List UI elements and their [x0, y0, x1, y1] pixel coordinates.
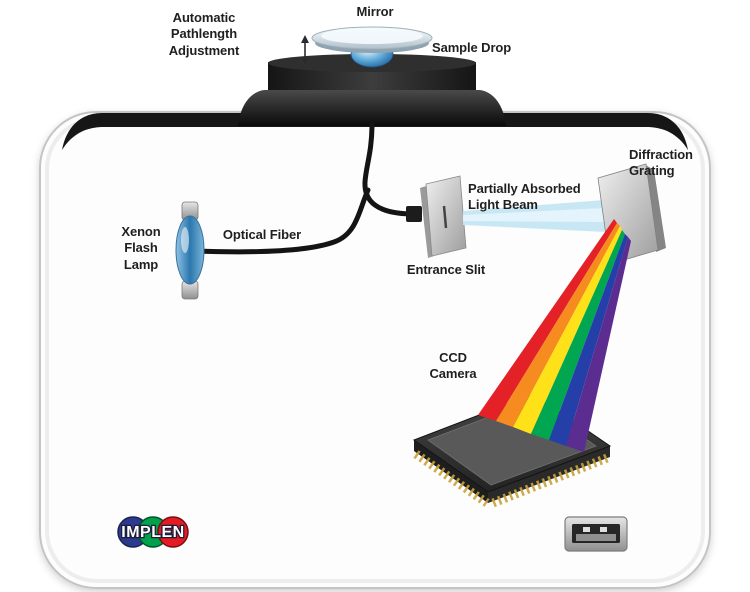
lamp-fiber — [193, 187, 371, 255]
rainbow-spectrum — [478, 219, 631, 452]
rainbow-stripe — [531, 230, 625, 440]
rainbow-stripe — [513, 226, 622, 434]
rainbow-stripe — [566, 237, 631, 452]
xenon-flash-lamp — [175, 201, 205, 300]
implen-logo: IMPLEN — [117, 516, 189, 548]
implen-logo-text: IMPLEN — [121, 524, 184, 541]
housing-top-band — [62, 113, 688, 150]
xenon-lamp-label: Xenon Flash Lamp — [121, 224, 161, 272]
mirror-label: Mirror — [356, 4, 394, 19]
entrance-slit-label: Entrance Slit — [406, 262, 486, 277]
entrance-slit-plate — [420, 175, 467, 258]
pathlength-label: Automatic Pathlength Adjustment — [168, 10, 240, 58]
light-beam-label: Partially Absorbed Light Beam — [468, 181, 581, 213]
rainbow-stripe — [496, 223, 620, 427]
mirror-disc — [311, 26, 433, 53]
pathlength-arrow-icon — [301, 35, 309, 65]
rainbow-stripe — [478, 219, 617, 421]
rainbow-stripe — [549, 234, 628, 446]
sample-fiber — [362, 121, 413, 217]
sample-drop-label: Sample Drop — [432, 40, 512, 55]
sample-pedestal — [238, 54, 506, 126]
optical-fiber-label: Optical Fiber — [222, 227, 302, 242]
optical-fiber-cable — [193, 121, 413, 255]
light-beam — [463, 200, 606, 232]
usb-port — [564, 516, 628, 552]
fiber-connector — [406, 206, 422, 222]
ccd-camera-label: CCD Camera — [429, 350, 477, 382]
diffraction-grating-label: Diffraction Grating — [629, 147, 693, 179]
